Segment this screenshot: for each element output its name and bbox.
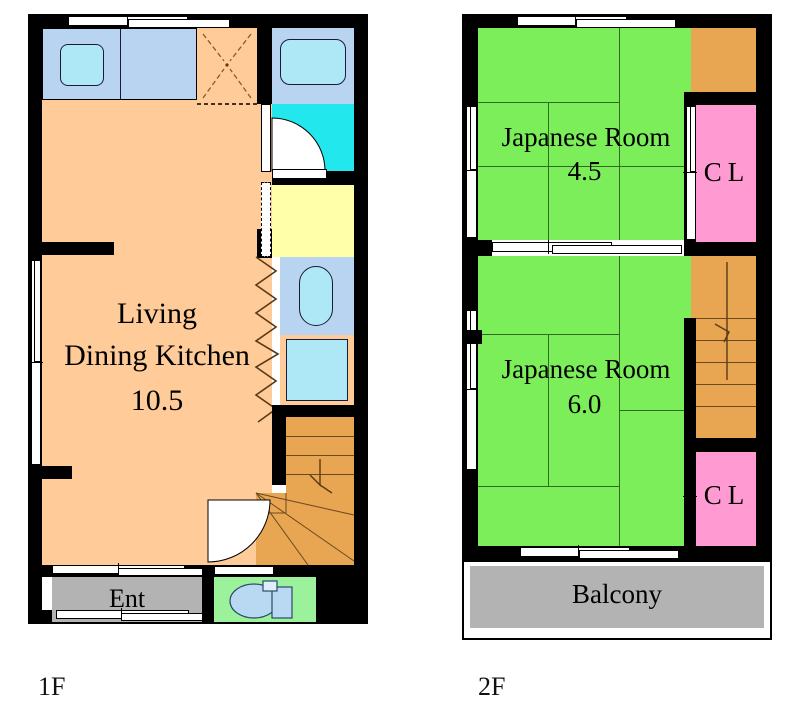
door-closet-upper-mullion — [683, 172, 697, 174]
room-japanese-upper — [478, 28, 691, 240]
closet-lower-label: CL — [703, 480, 751, 510]
wall-toilet-right — [316, 565, 354, 624]
sink-icon — [60, 44, 104, 86]
door-balcony-mullion — [578, 545, 580, 559]
door-balcony-2 — [579, 550, 679, 559]
stair-tread — [696, 406, 756, 407]
stair-tread — [696, 362, 756, 363]
window-2f-lower-left-mullion — [464, 389, 478, 391]
door-entrance-outer-2 — [121, 613, 213, 621]
japanese-lower-size: 6.0 — [567, 389, 602, 419]
room-storage — [272, 185, 354, 257]
ldk-label-line2: Dining Kitchen — [64, 339, 250, 372]
door-swing-entrance-icon — [207, 499, 271, 563]
japanese-upper-label: Japanese Room — [501, 122, 671, 152]
stair-tread — [286, 436, 354, 437]
staircase-landing-2f — [691, 28, 756, 92]
stair-tread — [286, 455, 354, 456]
tatami-line — [478, 486, 620, 488]
wall-rooms-divider-2f — [462, 240, 492, 256]
wall-stairs-left — [272, 417, 286, 485]
floor-label-2f: 2F — [478, 672, 506, 701]
wall-cl-lower-left — [684, 438, 696, 560]
window-2f-upper-left-2 — [470, 106, 477, 170]
room-living-dining-kitchen — [42, 28, 272, 576]
window-1f-left-2 — [34, 260, 41, 362]
wall-below-stairs-2f — [684, 438, 756, 452]
wall-above-stairs — [272, 405, 354, 417]
stair-tread — [696, 384, 756, 385]
wall-ent-toilet — [202, 565, 214, 624]
japanese-upper-size: 4.5 — [567, 156, 602, 186]
floor-plan-2f: Japanese Room 4.5 CL Japanese Room 6.0 — [462, 14, 772, 640]
entrance-label: Ent — [108, 584, 146, 613]
door-entrance-inner-2 — [118, 568, 210, 576]
wall-above-cl-upper — [684, 92, 756, 105]
shower-pan-icon — [286, 339, 348, 401]
sliding-door-between-rooms-mullion — [548, 240, 550, 254]
stair-direction-arrow-icon — [309, 459, 333, 494]
wall-wet-zone-left — [257, 28, 272, 104]
washbasin-icon — [280, 39, 346, 85]
closet-upper-label: CL — [703, 157, 751, 187]
ldk-label-line1: Living — [117, 297, 197, 330]
wall-outer-right-1f — [354, 14, 368, 624]
tatami-line — [548, 102, 550, 240]
tatami-line — [619, 410, 691, 412]
window-1f-top-2 — [128, 19, 230, 28]
window-2f-upper-left-mullion — [464, 170, 478, 172]
sliding-door-storage — [261, 182, 271, 257]
japanese-lower-label: Japanese Room — [501, 354, 671, 384]
stair-tread — [696, 340, 756, 341]
floor-plan-1f: Ent Living Dining Kitchen 10.5 — [28, 14, 368, 624]
room-balcony — [470, 566, 764, 628]
window-1f-top-mullion — [127, 14, 129, 28]
floor-label-1f: 1F — [38, 672, 66, 701]
sliding-door-wet-zone — [261, 104, 271, 172]
door-closet-upper-2 — [690, 106, 696, 172]
staircase-2f-upper — [691, 256, 756, 318]
stove-icon — [197, 33, 257, 105]
wall-below-cl-upper — [684, 242, 756, 256]
door-bath-leaf — [272, 169, 327, 179]
door-swing-bath-icon — [271, 117, 326, 172]
window-1f-left-mullion — [29, 362, 43, 364]
tatami-line — [548, 334, 550, 486]
wall-stub-left-lower — [42, 466, 72, 479]
tatami-line — [619, 28, 621, 240]
staircase-1f-winder — [256, 493, 354, 565]
balcony-label: Balcony — [572, 579, 662, 609]
room-closet-lower — [696, 452, 756, 546]
wall-stairs-2f-left — [684, 318, 696, 438]
toilet-icon — [229, 580, 293, 619]
tatami-line — [478, 166, 691, 168]
tatami-line — [619, 256, 621, 546]
door-toilet — [214, 566, 274, 575]
window-2f-top-mullion — [575, 14, 577, 28]
partition-zigzag-icon — [254, 256, 280, 423]
stair-tread — [696, 318, 756, 319]
bathtub-icon — [299, 266, 333, 326]
window-2f-lower-left-2 — [470, 310, 477, 389]
wall-outer-left-2f — [462, 14, 478, 560]
window-2f-top-2 — [576, 19, 676, 28]
kitchen-counter-divider — [120, 28, 121, 100]
room-japanese-lower — [478, 256, 691, 546]
wall-stub-left-upper — [42, 242, 114, 255]
stair-direction-arrow-2f-icon — [714, 262, 730, 380]
sliding-door-between-rooms-2 — [552, 245, 682, 254]
wall-outer-right-2f — [756, 14, 772, 560]
ldk-size-label: 10.5 — [130, 384, 184, 417]
wall-lower-left-stub — [462, 330, 482, 344]
kitchen-counter-outline — [42, 28, 197, 100]
room-closet-upper — [696, 105, 756, 242]
